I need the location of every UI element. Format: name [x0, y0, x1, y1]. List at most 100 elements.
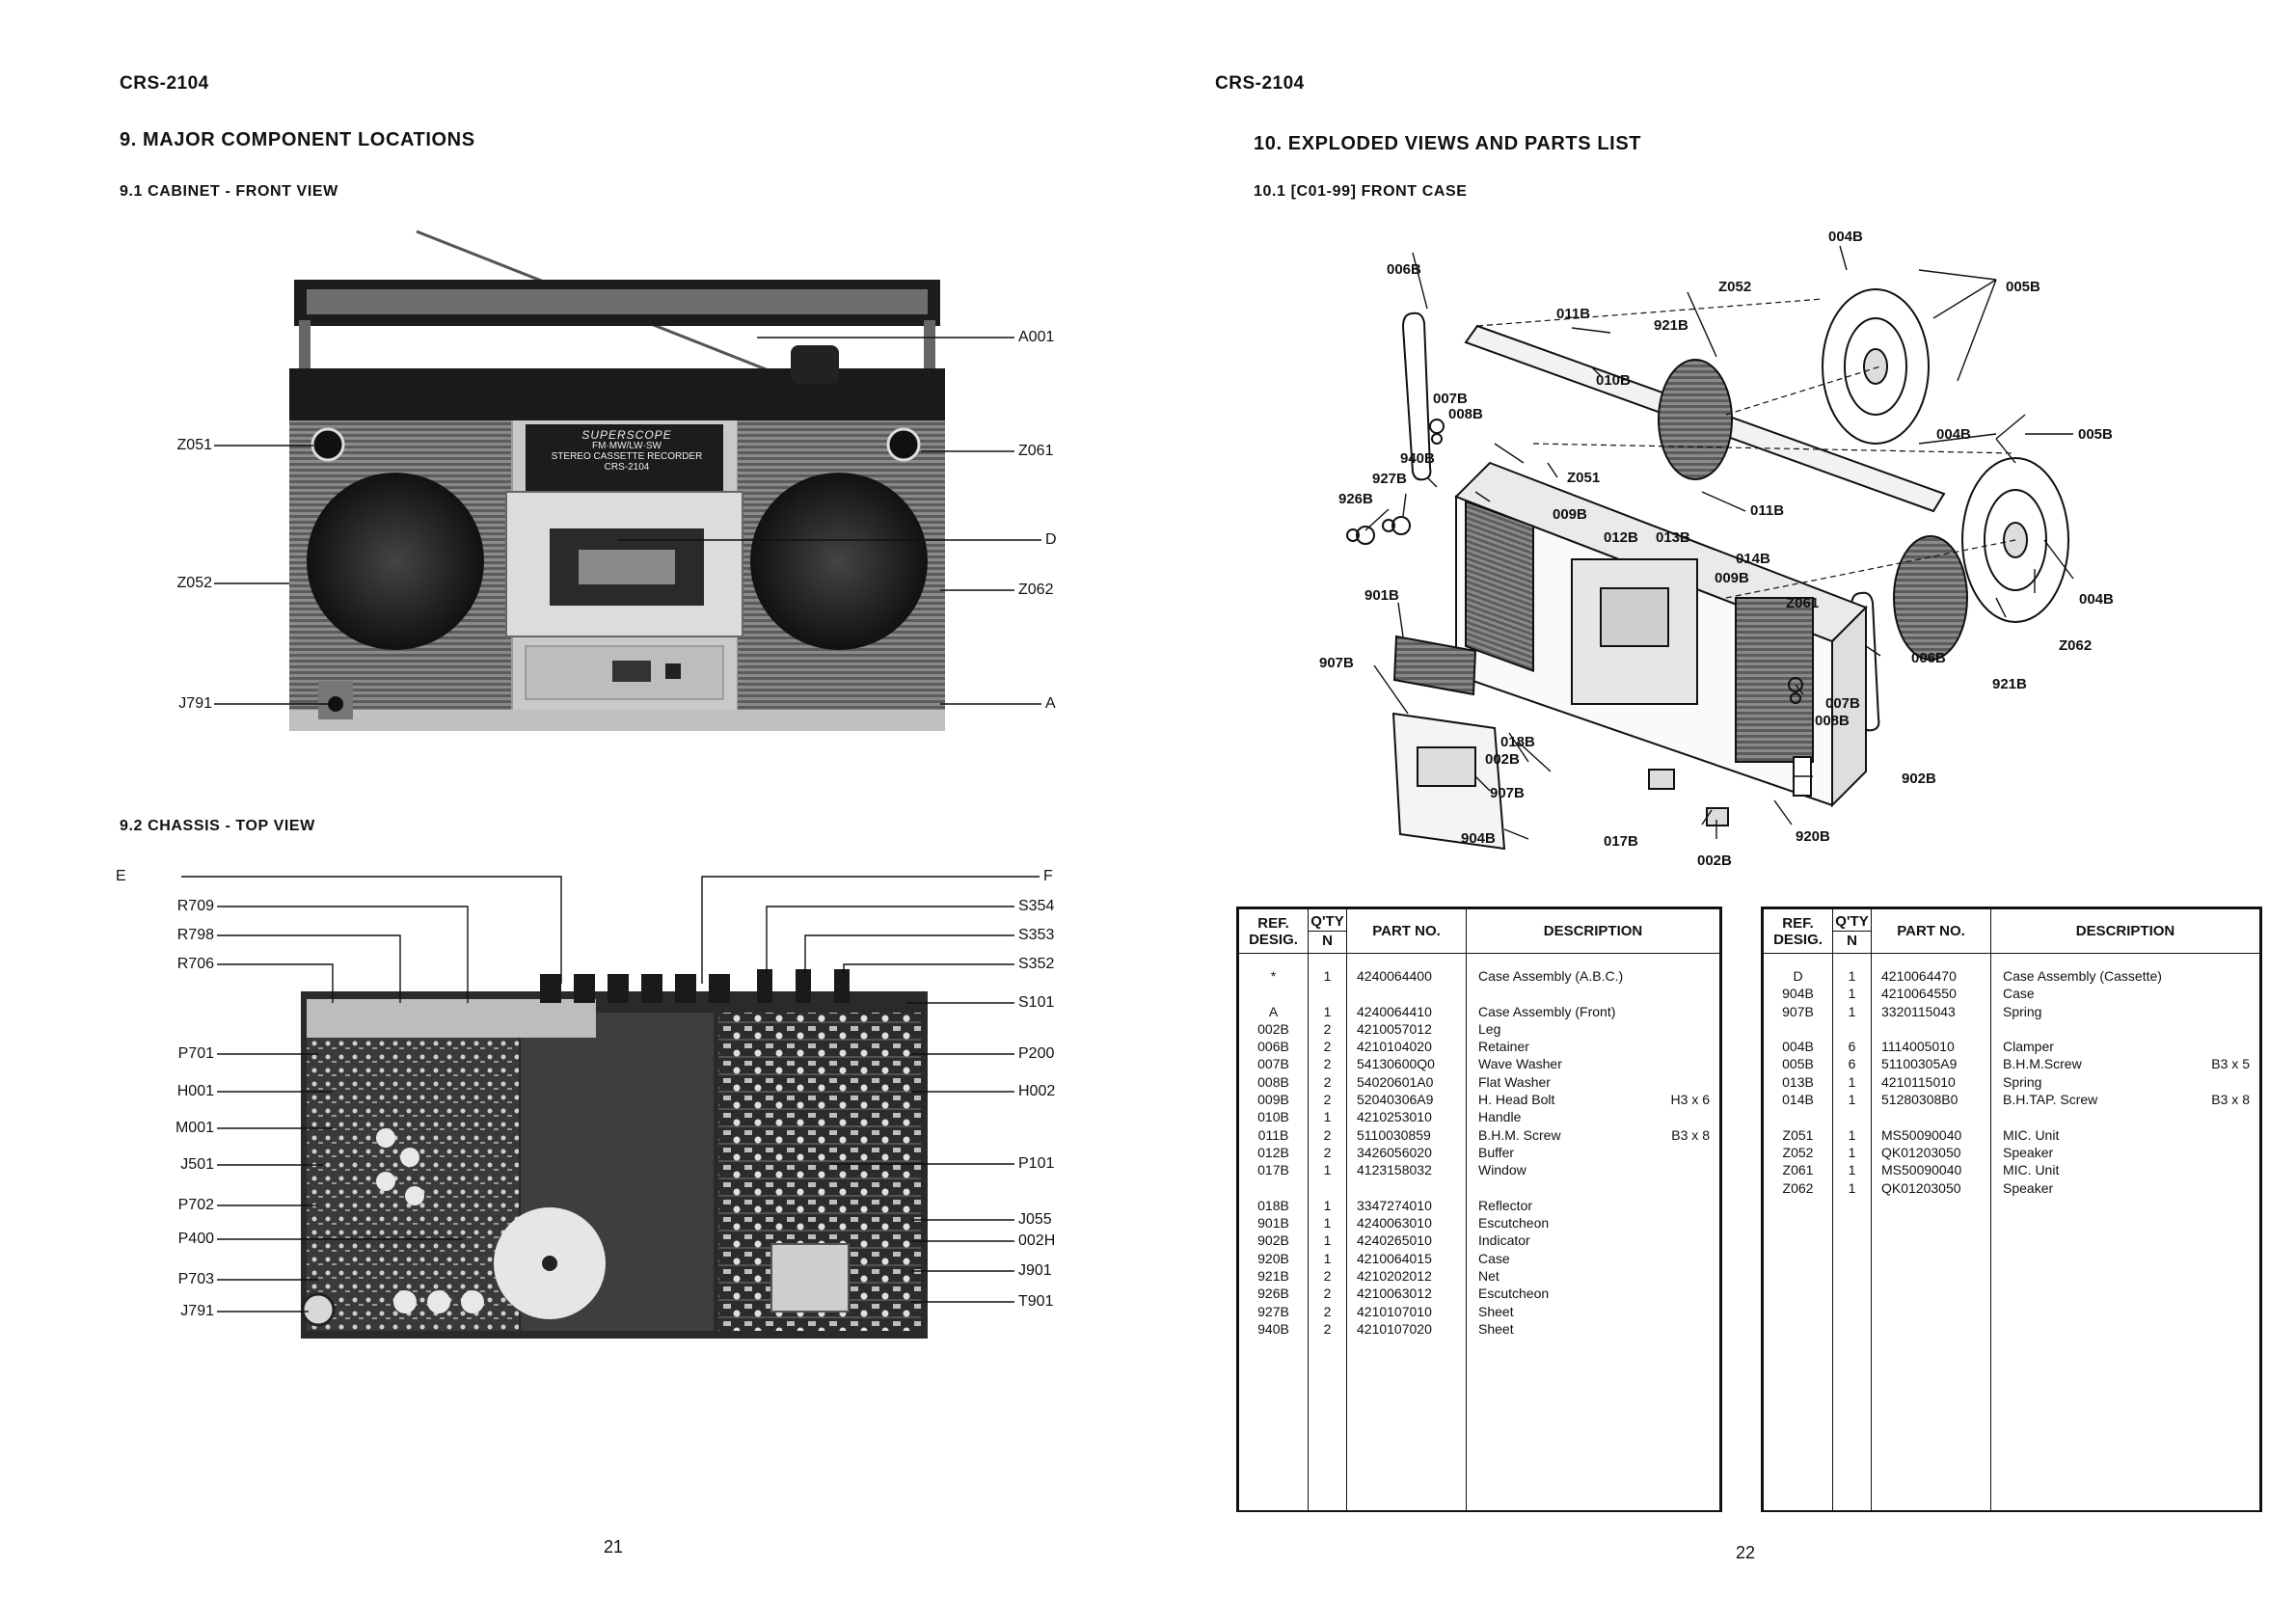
ex-label-907b: 907B: [1319, 655, 1354, 671]
ex-label-014b: 014B: [1736, 551, 1770, 567]
table-cell-qty: 1: [1848, 1144, 1856, 1160]
table-cell-ref: 012B: [1257, 1144, 1289, 1160]
table-cell-qty: 1: [1848, 1162, 1856, 1178]
table-cell-ref: A: [1268, 1003, 1279, 1019]
table-cell-part-no: 3347274010: [1357, 1197, 1432, 1213]
table-cell-ref: Z052: [1782, 1144, 1814, 1160]
ex-label-902b: 902B: [1902, 771, 1936, 787]
table-cell-ref: 007B: [1257, 1056, 1289, 1072]
front-callout-j791: J791: [178, 695, 212, 712]
description-text: B.H.M.Screw: [2003, 1056, 2082, 1072]
subsection-title-front-view: 9.1 CABINET - FRONT VIEW: [120, 183, 338, 200]
front-callout-lines: [214, 337, 1041, 705]
page-number-left: 21: [604, 1537, 624, 1556]
table-cell-description: Net: [1478, 1268, 1499, 1285]
chassis-callout-p703: P703: [177, 1271, 214, 1287]
table-cell-qty: 2: [1323, 1320, 1332, 1337]
ex-label-940b: 940B: [1400, 450, 1435, 467]
ex-label-006b: 006B: [1387, 261, 1421, 278]
table-cell-qty: 2: [1323, 1268, 1332, 1285]
table-cell-ref: 002B: [1257, 1020, 1289, 1037]
table-cell-ref: 921B: [1257, 1268, 1289, 1285]
table-cell-qty: 1: [1848, 986, 1856, 1002]
table-cell-ref: [1239, 1179, 1308, 1197]
table-cell-description: Escutcheon: [1478, 1286, 1550, 1302]
parts-table-1: REF.DESIG. Q'TY N PART NO. DESCRIPTION *…: [1236, 907, 1722, 1512]
model-header: CRS-2104: [120, 73, 209, 94]
table-cell-part-no: 4123158032: [1357, 1162, 1432, 1178]
section-title: 10. EXPLODED VIEWS AND PARTS LIST: [1254, 133, 1642, 154]
model-header: CRS-2104: [1215, 73, 1305, 94]
table-cell-part-no: 4210064470: [1881, 968, 1957, 984]
ex-label-009b-b: 009B: [1715, 570, 1749, 586]
table-cell-ref: 005B: [1782, 1056, 1814, 1072]
ex-label-927b: 927B: [1372, 471, 1407, 487]
table-cell-description: Buffer: [1478, 1144, 1515, 1160]
right-page: CRS-2104 10. EXPLODED VIEWS AND PARTS LI…: [1148, 0, 2296, 1624]
table-cell-qty: 6: [1848, 1039, 1856, 1055]
ex-label-921b: 921B: [1654, 317, 1688, 334]
front-callout-a: A: [1045, 695, 1056, 712]
table-cell-part-no: 4210057012: [1357, 1020, 1432, 1037]
left-page: CRS-2104 9. MAJOR COMPONENT LOCATIONS 9.…: [116, 73, 1057, 1556]
table-cell-part-no: 54130600Q0: [1357, 1056, 1435, 1072]
table-cell-qty: 2: [1323, 1039, 1332, 1055]
table-cell-description: MIC. Unit: [2003, 1126, 2060, 1143]
table-cell-ref: 018B: [1257, 1197, 1289, 1213]
table-cell-ref: 920B: [1257, 1250, 1289, 1266]
ex-label-901b: 901B: [1364, 587, 1399, 604]
ex-label-009b: 009B: [1553, 506, 1587, 523]
table-cell-ref: *: [1270, 968, 1277, 984]
table-cell-ref: D: [1793, 968, 1803, 984]
front-callout-z051: Z051: [176, 437, 212, 453]
table-cell-qty: 2: [1323, 1020, 1332, 1037]
chassis-callout-p101: P101: [1018, 1155, 1055, 1172]
page-number-right: 22: [1736, 1543, 1756, 1562]
chassis-callout-j501: J501: [180, 1156, 214, 1173]
table-cell-qty: 2: [1323, 1126, 1332, 1143]
chassis-callout-m001: M001: [175, 1120, 214, 1136]
ex-label-018b: 018B: [1500, 734, 1535, 750]
right-speaker: [750, 473, 928, 650]
table-cell-ref: 902B: [1257, 1232, 1289, 1249]
table-cell-description: Speaker: [2003, 1179, 2054, 1196]
table-cell-ref: 014B: [1782, 1092, 1814, 1108]
table-cell-part-no: 4240064400: [1357, 968, 1432, 984]
col-header-part-no: PART NO.: [1346, 908, 1467, 954]
ex-label-017b: 017B: [1604, 833, 1638, 850]
table-cell-ref: 006B: [1257, 1039, 1289, 1055]
front-badge: SUPERSCOPE FM·MW/LW·SW STEREO CASSETTE R…: [550, 428, 704, 473]
chassis-callout-p400: P400: [177, 1231, 214, 1247]
badge-brand: SUPERSCOPE: [581, 428, 672, 442]
table-cell-qty: [1309, 985, 1346, 1002]
table-cell-qty: 1: [1323, 968, 1332, 984]
table-cell-description: [1478, 985, 1719, 1002]
table-cell-description: Retainer: [1478, 1039, 1529, 1055]
table-cell-qty: 1: [1323, 1162, 1332, 1178]
table-cell-qty: 1: [1323, 1250, 1332, 1266]
table-cell-part-no: [1881, 1020, 1990, 1038]
ex-label-007b: 007B: [1433, 391, 1468, 407]
table-cell-part-no: 52040306A9: [1357, 1092, 1434, 1108]
ex-label-z051: Z051: [1567, 470, 1601, 486]
table-cell-description: Case Assembly (Front): [1478, 1003, 1616, 1019]
table-cell-part-no: 4210107010: [1357, 1303, 1432, 1319]
chassis-callout-r706: R706: [176, 956, 214, 972]
chassis-callout-r798: R798: [176, 927, 214, 943]
spec-text: B3 x 8: [2211, 1092, 2250, 1108]
chassis-callout-t901: T901: [1018, 1293, 1054, 1310]
table-cell-qty: 1: [1323, 1232, 1332, 1249]
description-text: B.H.M. Screw: [1478, 1126, 1561, 1143]
table-cell-ref: 004B: [1782, 1039, 1814, 1055]
chassis-callout-lines: [181, 876, 1040, 1313]
table-cell-ref: 013B: [1782, 1073, 1814, 1090]
table-cell-description: [2003, 1020, 2259, 1038]
table-cell-description: Case Assembly (Cassette): [2003, 968, 2162, 984]
ex-label-006b-b: 006B: [1911, 650, 1946, 666]
ex-label-004b: 004B: [1828, 229, 1863, 245]
table-cell-ref: 926B: [1257, 1286, 1289, 1302]
table-cell-description: Indicator: [1478, 1232, 1530, 1249]
